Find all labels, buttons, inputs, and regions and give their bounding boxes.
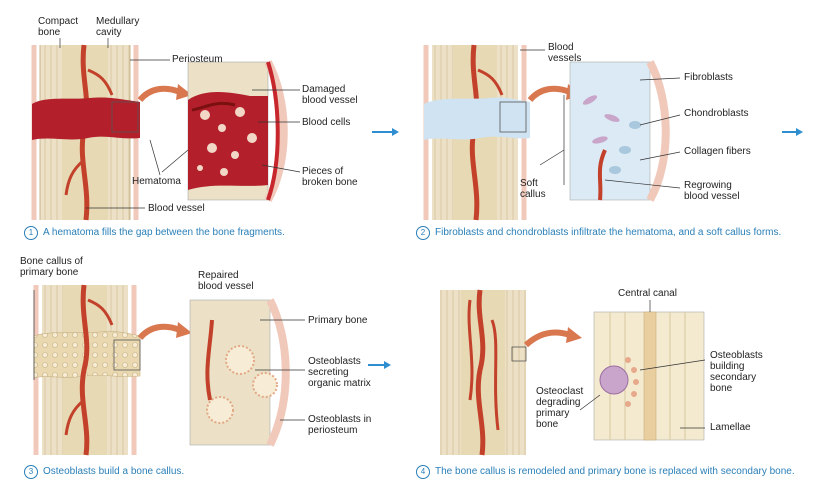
compact-bone-label: Compact bone xyxy=(38,16,79,38)
broken-bone-label: Pieces of broken bone xyxy=(302,166,358,188)
flow-arrow-1 xyxy=(372,128,399,136)
step-3-caption: 3 Osteoblasts build a bone callus. xyxy=(24,465,184,479)
fibroblasts-label: Fibroblasts xyxy=(684,72,733,83)
lamellae-label: Lamellae xyxy=(710,422,751,433)
osteoblasts-organic-matrix-label: Osteoblasts secreting organic matrix xyxy=(308,356,371,389)
blood-vessels-label: Blood vessels xyxy=(548,42,582,64)
step-2-caption: 2 Fibroblasts and chondroblasts infiltra… xyxy=(416,226,781,240)
bone-callus-label: Bone callus of primary bone xyxy=(20,256,83,278)
periosteum-label: Periosteum xyxy=(172,54,223,65)
repaired-blood-vessel-label: Repaired blood vessel xyxy=(198,270,254,292)
step-2-text: Fibroblasts and chondroblasts infiltrate… xyxy=(435,227,782,238)
hematoma-label: Hematoma xyxy=(132,176,181,187)
step-1-number: 1 xyxy=(24,226,38,240)
panel-3-illustration xyxy=(33,284,305,456)
panel-2-illustration xyxy=(423,44,681,221)
panel-4-illustration xyxy=(440,289,706,456)
regrowing-blood-vessel-label: Regrowing blood vessel xyxy=(684,180,740,202)
step-1-text: A hematoma fills the gap between the bon… xyxy=(43,227,285,238)
osteoblasts-secondary-bone-label: Osteoblasts building secondary bone xyxy=(710,350,763,394)
step-3-number: 3 xyxy=(24,465,38,479)
osteoblasts-periosteum-label: Osteoblasts in periosteum xyxy=(308,414,372,436)
flow-arrow-2 xyxy=(782,128,803,136)
chondroblasts-label: Chondroblasts xyxy=(684,108,749,119)
step-2-number: 2 xyxy=(416,226,430,240)
central-canal-label: Central canal xyxy=(618,288,677,299)
flow-arrow-3 xyxy=(368,361,391,369)
central-canal-4 xyxy=(643,311,657,441)
collagen-fibers-label: Collagen fibers xyxy=(684,146,751,157)
hematoma-1 xyxy=(32,97,140,140)
osteoclast-label: Osteoclast degrading primary bone xyxy=(536,386,584,430)
step-4-text: The bone callus is remodeled and primary… xyxy=(435,466,795,477)
blood-vessel-label: Blood vessel xyxy=(148,203,205,214)
blood-cells-label: Blood cells xyxy=(302,117,351,128)
step-1-caption: 1 A hematoma fills the gap between the b… xyxy=(24,226,285,240)
step-4-caption: 4 The bone callus is remodeled and prima… xyxy=(416,465,795,479)
primary-bone-label: Primary bone xyxy=(308,315,368,326)
soft-callus-label: Soft callus xyxy=(520,178,546,200)
zoom-arrow-1 xyxy=(137,85,182,103)
medullary-cavity-label: Medullary cavity xyxy=(96,16,140,38)
soft-callus-2 xyxy=(424,97,530,140)
step-3-text: Osteoblasts build a bone callus. xyxy=(43,466,185,477)
damaged-blood-vessel-label: Damaged blood vessel xyxy=(302,84,358,106)
panel-1-illustration xyxy=(31,38,301,221)
osteoclast-4 xyxy=(599,365,629,395)
step-4-number: 4 xyxy=(416,465,430,479)
